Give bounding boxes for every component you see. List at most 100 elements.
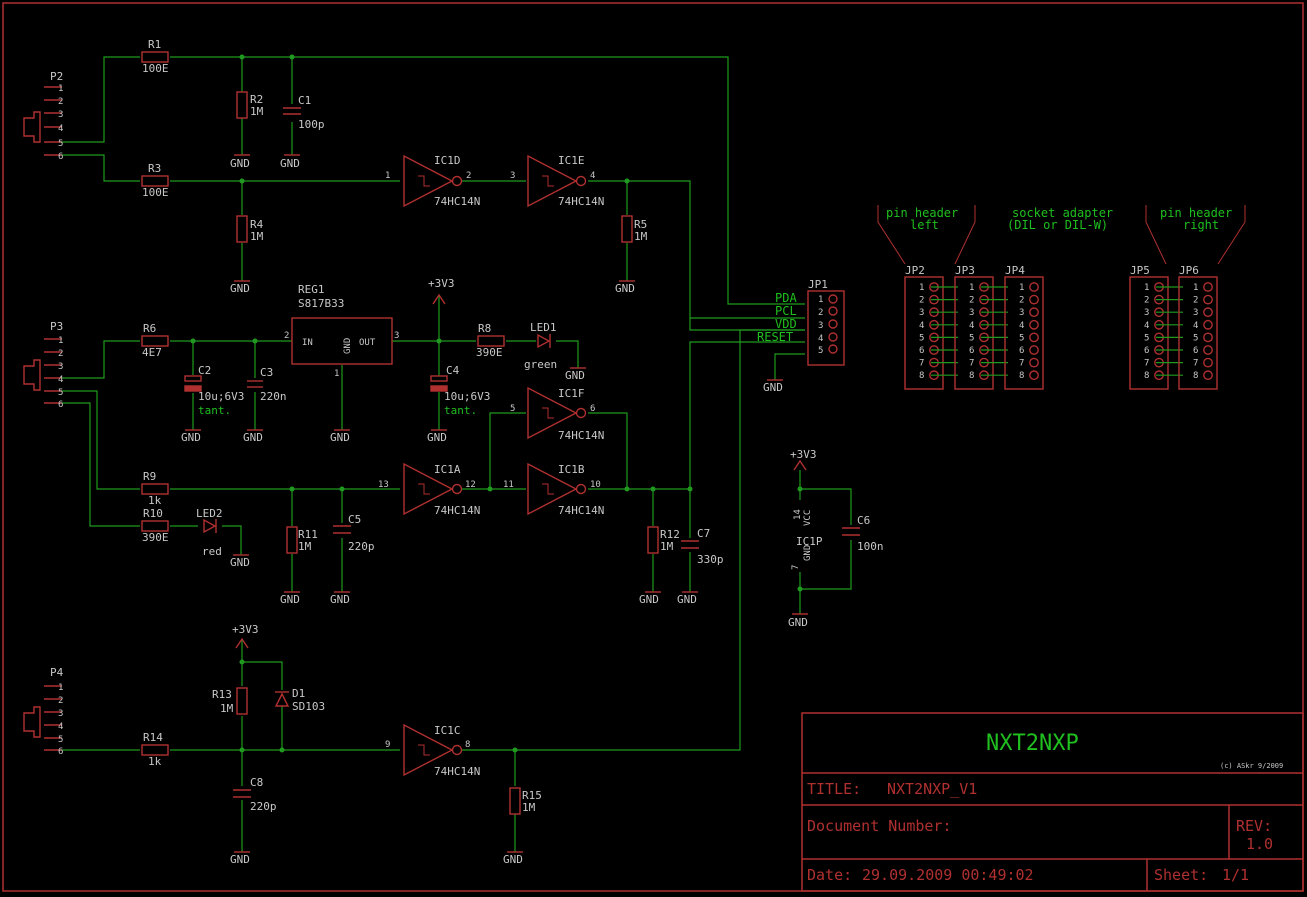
svg-text:2: 2	[466, 171, 471, 181]
svg-text:IC1E: IC1E	[558, 154, 585, 167]
svg-text:IC1C: IC1C	[434, 724, 461, 737]
sheet-label: Sheet:	[1154, 866, 1208, 884]
svg-text:9: 9	[385, 740, 390, 750]
v33-p4: +3V3	[232, 623, 259, 649]
svg-text:2: 2	[58, 97, 63, 107]
title-value: NXT2NXP_V1	[887, 780, 977, 798]
svg-text:left: left	[910, 218, 939, 232]
svg-text:JP4: JP4	[1005, 264, 1025, 277]
svg-text:socket adapter: socket adapter	[1012, 206, 1113, 220]
date-value: 29.09.2009 00:49:02	[862, 866, 1034, 884]
header-pin-label: 6	[1019, 346, 1024, 356]
svg-text:GND: GND	[230, 282, 250, 295]
svg-text:GND: GND	[503, 853, 523, 866]
svg-text:GND: GND	[330, 431, 350, 444]
svg-text:1: 1	[58, 683, 63, 693]
header-pin-label: 3	[919, 308, 924, 318]
header-pin-label: 7	[969, 359, 974, 369]
header-pin-label: 5	[969, 333, 974, 343]
regulator-reg1: REG1 S817B33 IN OUT GND 2 3 1	[284, 283, 399, 379]
svg-text:R5: R5	[634, 218, 647, 231]
svg-text:P3: P3	[50, 320, 63, 333]
header-pin-label: 6	[1144, 346, 1149, 356]
svg-text:GND: GND	[230, 157, 250, 170]
svg-text:GND: GND	[230, 853, 250, 866]
svg-text:D1: D1	[292, 687, 305, 700]
svg-text:5: 5	[58, 735, 63, 745]
svg-text:GND: GND	[615, 282, 635, 295]
header-pin-label: 2	[969, 296, 974, 306]
svg-text:GND: GND	[343, 338, 353, 354]
svg-text:REG1: REG1	[298, 283, 325, 296]
header-pin-label: 1	[919, 283, 924, 293]
header-pin-label: 5	[1019, 333, 1024, 343]
svg-text:2: 2	[284, 331, 289, 341]
svg-text:14: 14	[793, 509, 803, 520]
svg-text:SD103: SD103	[292, 700, 325, 713]
svg-text:1: 1	[385, 171, 390, 181]
header-notes: pin header left socket adapter (DIL or D…	[877, 205, 1246, 265]
header-pin-label: 4	[969, 321, 974, 331]
header-pin	[1203, 319, 1213, 330]
svg-text:220p: 220p	[250, 800, 277, 813]
svg-text:IC1D: IC1D	[434, 154, 461, 167]
header-pin	[1029, 345, 1039, 355]
header-pin	[1203, 332, 1213, 343]
svg-text:tant.: tant.	[198, 404, 231, 417]
svg-text:IN: IN	[302, 338, 313, 348]
svg-text:5: 5	[58, 388, 63, 398]
header-pin	[1203, 357, 1213, 368]
header-pin-label: 8	[919, 371, 924, 381]
svg-text:GND: GND	[677, 593, 697, 606]
svg-text:1M: 1M	[220, 702, 234, 715]
svg-text:C3: C3	[260, 366, 273, 379]
svg-text:C5: C5	[348, 513, 361, 526]
svg-text:1k: 1k	[148, 494, 162, 507]
svg-text:R6: R6	[143, 322, 156, 335]
svg-text:74HC14N: 74HC14N	[558, 504, 604, 517]
wires	[62, 56, 852, 852]
header-pin-label: 7	[1193, 359, 1198, 369]
svg-text:+3V3: +3V3	[790, 448, 817, 461]
svg-text:4: 4	[818, 334, 823, 344]
svg-text:GND: GND	[763, 381, 783, 394]
header-pin-label: 1	[969, 283, 974, 293]
svg-text:R14: R14	[143, 731, 163, 744]
docnum-label: Document Number:	[807, 817, 952, 835]
header-pin	[1203, 370, 1213, 381]
svg-text:GND: GND	[280, 157, 300, 170]
date-label: Date:	[807, 866, 852, 884]
svg-text:LED2: LED2	[196, 507, 223, 520]
svg-text:JP2: JP2	[905, 264, 925, 277]
header-pin-label: 1	[1193, 283, 1198, 293]
svg-text:R9: R9	[143, 470, 156, 483]
svg-text:C1: C1	[298, 94, 311, 107]
svg-text:220p: 220p	[348, 540, 375, 553]
header-pin	[1203, 282, 1213, 292]
ic1p-power: 14 VCC IC1P GND 7	[791, 509, 823, 570]
header-pin-label: 4	[919, 321, 924, 331]
header-pin	[1203, 307, 1213, 318]
svg-text:RESET: RESET	[757, 330, 793, 344]
svg-text:R10: R10	[143, 507, 163, 520]
junctions	[190, 54, 803, 753]
svg-text:R1: R1	[148, 38, 161, 51]
header-pin-label: 6	[1193, 346, 1198, 356]
svg-text:3: 3	[394, 331, 399, 341]
